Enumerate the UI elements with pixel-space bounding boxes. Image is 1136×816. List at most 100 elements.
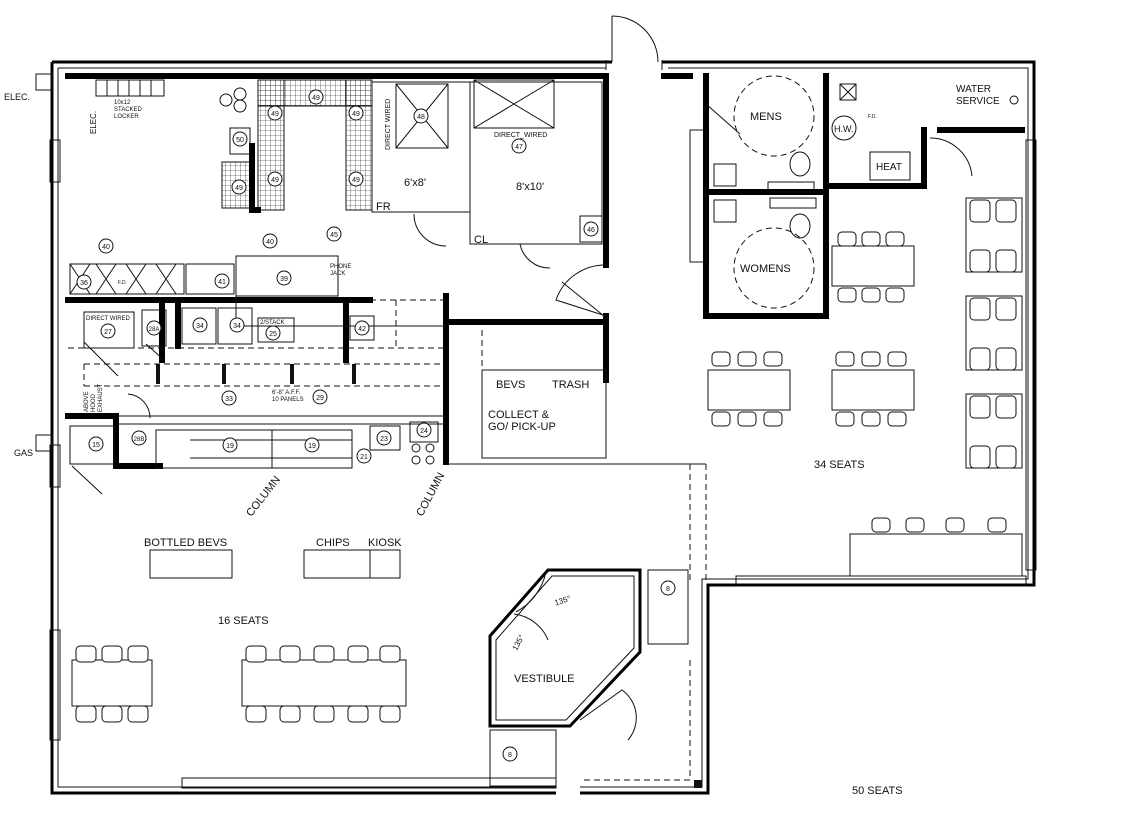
svg-text:8: 8: [508, 752, 512, 759]
svg-text:28B: 28B: [134, 437, 145, 443]
chair: [905, 517, 925, 533]
tag-27: 27: [100, 323, 116, 339]
elec-service-label: ELEC.: [4, 92, 30, 102]
svg-text:48: 48: [417, 114, 425, 121]
chair: [837, 287, 857, 303]
seats-34-label: 34 SEATS: [814, 459, 865, 471]
tag-49: 49: [348, 105, 364, 121]
vestibule: VESTIBULE 135° 135°: [488, 464, 707, 788]
bottled-bevs-label: BOTTLED BEVS: [144, 537, 227, 549]
column-label-1: COLUMN: [244, 474, 283, 519]
tag-19: 19: [304, 437, 320, 453]
cooking-line: ABOVEHOODEXHAUST DIRECT WIRED 2/STACK 6'…: [68, 255, 446, 495]
svg-text:47: 47: [515, 144, 523, 151]
svg-text:49: 49: [312, 95, 320, 102]
svg-text:40: 40: [266, 239, 274, 246]
chair: [101, 645, 123, 663]
chair: [969, 395, 991, 419]
chair: [995, 395, 1017, 419]
svg-text:49: 49: [352, 177, 360, 184]
water-service-line1: WATER: [956, 84, 991, 95]
tag-41: 41: [214, 273, 230, 289]
chair: [279, 645, 301, 663]
equipment-tags: 49 49 49 49 49 49 50 48 47 46 40 40 45 3…: [76, 89, 676, 762]
svg-text:50: 50: [236, 137, 244, 144]
svg-text:29: 29: [316, 395, 324, 402]
collect-label-line2: GO/ PICK-UP: [488, 421, 556, 433]
tag-29: 29: [312, 389, 328, 405]
chairs-front: [75, 645, 401, 723]
tag-40: 40: [262, 233, 278, 249]
storage-shelving: [221, 79, 373, 213]
chair: [711, 351, 731, 367]
svg-text:45: 45: [330, 232, 338, 239]
cooler-size-label: 8'x10': [516, 181, 544, 193]
chair: [279, 705, 301, 723]
svg-text:24: 24: [420, 428, 428, 435]
chair: [969, 297, 991, 321]
panels-label: 6'-8" A.F.F.10 PANELS: [272, 390, 304, 403]
chair: [987, 517, 1007, 533]
elec-box-label: ELEC.: [89, 111, 98, 134]
chair: [861, 231, 881, 247]
floor-drain-label-1: F.D.: [118, 280, 127, 286]
tag-46: 46: [583, 221, 599, 237]
svg-text:49: 49: [271, 177, 279, 184]
hw-label: H.W.: [834, 124, 854, 134]
tag-24: 24: [416, 422, 432, 438]
chair: [995, 199, 1017, 223]
tag-40: 40: [98, 238, 114, 254]
walk-in-freezer: DIRECT WIRED 6'x8' FR: [371, 81, 471, 247]
stack-label-25: 2/STACK: [260, 320, 285, 326]
tag-42: 42: [354, 320, 370, 336]
chair: [861, 351, 881, 367]
tag-47: 47: [511, 138, 527, 154]
chair: [127, 645, 149, 663]
chair: [245, 645, 267, 663]
tag-28b: 28B: [131, 430, 147, 446]
chair: [737, 351, 757, 367]
utility-room: H.W. HEAT F.D. WATER SERVICE: [831, 83, 1019, 181]
dining-area-34: 34 SEATS: [707, 197, 1023, 577]
direct-wired-label-48: DIRECT WIRED: [385, 99, 392, 150]
interior-walls: [65, 73, 1025, 469]
tag-34: 34: [192, 317, 208, 333]
chair: [763, 411, 783, 427]
tag-45: 45: [326, 226, 342, 242]
chair: [969, 445, 991, 469]
chair: [995, 445, 1017, 469]
chair: [127, 705, 149, 723]
collect-label-line1: COLLECT &: [488, 409, 550, 421]
svg-text:49: 49: [235, 185, 243, 192]
tag-8: 8: [502, 746, 518, 762]
angle-label-2: 135°: [511, 633, 527, 652]
svg-text:15: 15: [92, 442, 100, 449]
chair: [835, 351, 855, 367]
svg-text:40: 40: [102, 244, 110, 251]
tag-49: 49: [231, 179, 247, 195]
tag-50: 50: [232, 131, 248, 147]
mens-label: MENS: [750, 111, 782, 123]
chair: [871, 517, 891, 533]
chair: [75, 705, 97, 723]
svg-text:46: 46: [587, 227, 595, 234]
chair: [969, 347, 991, 371]
collect-area: BEVS TRASH COLLECT & GO/ PICK-UP: [446, 330, 706, 465]
direct-wired-label-47: DIRECT_WIRED: [494, 132, 547, 139]
chair: [885, 231, 905, 247]
chair: [347, 705, 369, 723]
chair: [995, 297, 1017, 321]
svg-text:49: 49: [271, 111, 279, 118]
chair: [313, 705, 335, 723]
freezer-size-label: 6'x8': [404, 177, 426, 189]
svg-text:34: 34: [196, 323, 204, 330]
freezer-label: FR: [376, 201, 391, 213]
kitchen-doors: [555, 264, 607, 317]
svg-text:21: 21: [360, 454, 368, 461]
hood-exhaust-label: ABOVEHOODEXHAUST: [84, 383, 104, 412]
tag-49: 49: [267, 171, 283, 187]
trash-label: TRASH: [552, 379, 589, 391]
heat-label: HEAT: [876, 162, 902, 173]
